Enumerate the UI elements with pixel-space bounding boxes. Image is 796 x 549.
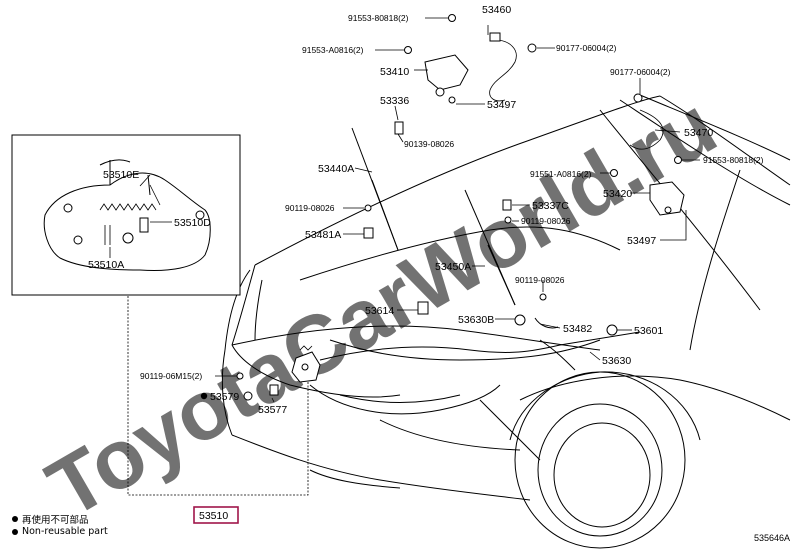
label-90119-08026-low: 90119-08026: [515, 275, 565, 285]
label-90119-06m15: 90119-06M15(2): [140, 371, 202, 381]
label-53510-main[interactable]: 53510: [199, 510, 228, 522]
label-53630b: 53630B: [458, 314, 494, 326]
inset-leader-line: [127, 296, 309, 496]
sensor-cable-53460: [489, 32, 517, 102]
leader-lines: [109, 17, 700, 403]
label-53510a: 53510A: [88, 259, 124, 271]
main-part-highlight-box: [193, 506, 239, 524]
hood-lock-detail-drawing: [43, 159, 211, 271]
label-53510d: 53510D: [174, 217, 211, 229]
label-53460: 53460: [482, 4, 511, 16]
non-reusable-dot-icon: [12, 516, 18, 522]
label-53614: 53614: [365, 305, 394, 317]
car-body-outline: [221, 94, 791, 549]
hinge-53410: [424, 54, 469, 104]
hood-stay-53440a: [351, 127, 399, 251]
non-reusable-marker-53579: [200, 392, 208, 400]
label-53630: 53630: [602, 355, 631, 367]
label-53450a: 53450A: [435, 261, 471, 273]
label-53410: 53410: [380, 66, 409, 78]
label-91553-a0816-top: 91553-A0816(2): [302, 45, 364, 55]
label-53497-top: 53497: [487, 99, 516, 111]
legend-line-1: 再使用不可部品: [12, 512, 89, 526]
sensor-cable-53470: [629, 93, 664, 150]
label-90139-08026: 90139-08026: [404, 139, 454, 149]
label-91553-80818-top: 91553-80818(2): [348, 13, 409, 23]
label-53601: 53601: [634, 325, 663, 337]
label-53470: 53470: [684, 127, 713, 139]
legend-line-2: Non-reusable part: [12, 526, 108, 537]
non-reusable-dot-icon: [12, 528, 18, 535]
legend-text-en: Non-reusable part: [22, 526, 108, 537]
hood-release-cable: [319, 331, 641, 371]
label-53579: 53579: [210, 391, 239, 403]
figure-code: 535646A: [753, 533, 790, 543]
label-53336: 53336: [380, 95, 409, 107]
label-90119-08026-left: 90119-08026: [285, 203, 335, 213]
legend-text-jp: 再使用不可部品: [22, 515, 89, 526]
label-91551-a0816: 91551-A0816(2): [530, 169, 592, 179]
label-53337c: 53337C: [532, 200, 569, 212]
part-labels: 91553-80818(2) 53460 91553-A0816(2) 9017…: [88, 4, 764, 416]
small-fasteners: [236, 14, 682, 401]
label-53497-right: 53497: [627, 235, 656, 247]
label-53440a: 53440A: [318, 163, 354, 175]
hood-stay-53450a: [464, 189, 516, 306]
label-90177-06004-top: 90177-06004(2): [556, 43, 617, 53]
label-53510e: 53510E: [103, 169, 139, 181]
label-53577: 53577: [258, 404, 287, 416]
label-90177-06004-right: 90177-06004(2): [610, 67, 671, 77]
inset-detail-box: [11, 134, 241, 296]
label-90119-08026-mid: 90119-08026: [521, 216, 571, 226]
label-91553-80818-right: 91553-80818(2): [703, 155, 764, 165]
hood-lock-53510: [291, 345, 321, 383]
label-53420: 53420: [603, 188, 632, 200]
hinge-53420: [649, 181, 685, 216]
label-53481a: 53481A: [305, 229, 341, 241]
label-53482: 53482: [563, 323, 592, 335]
